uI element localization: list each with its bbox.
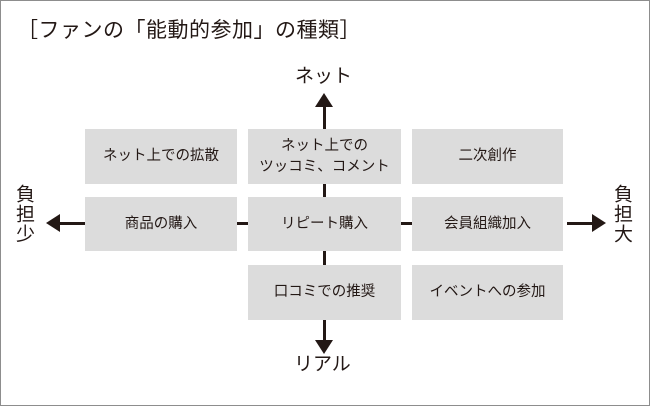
cell-top-center[interactable]: ネット上での ツッコミ、コメント: [248, 129, 401, 184]
cell-top-center-label: ネット上での ツッコミ、コメント: [259, 137, 390, 175]
cell-bottom-right[interactable]: イベントへの参加: [412, 265, 563, 320]
cell-bottom-right-label: イベントへの参加: [429, 284, 546, 300]
cell-bottom-center[interactable]: 口コミでの推奨: [248, 265, 401, 320]
cell-mid-right-label: 会員組織加入: [444, 215, 531, 232]
page-title: ［ファンの「能動的参加」の種類］: [17, 19, 361, 42]
cell-top-left-label: ネット上での拡散: [103, 148, 219, 164]
connector-mid-center-to-mid-right: [401, 222, 412, 225]
axis-arrow-right-line: [567, 222, 593, 225]
axis-arrow-left-head: [46, 214, 60, 232]
cell-mid-right[interactable]: 会員組織加入: [412, 197, 563, 251]
cell-bottom-center-label: 口コミでの推奨: [273, 284, 376, 300]
axis-arrow-down-line: [323, 320, 326, 342]
connector-mid-center-to-bottom-center: [323, 251, 326, 265]
connector-top-center-to-mid-center: [323, 184, 326, 197]
axis-label-right: 負担大: [611, 184, 632, 244]
cell-mid-center[interactable]: リピート購入: [248, 197, 401, 251]
cell-mid-center-label: リピート購入: [281, 215, 368, 232]
axis-label-left: 負担少: [13, 184, 34, 244]
axis-label-bottom: リアル: [294, 354, 351, 375]
axis-arrow-up-head: [315, 93, 333, 107]
axis-label-top: ネット: [295, 66, 353, 87]
cell-mid-left-label: 商品の購入: [124, 215, 198, 232]
axis-arrow-up-line: [323, 105, 326, 129]
axis-arrow-down-head: [315, 340, 333, 354]
cell-top-left[interactable]: ネット上での拡散: [85, 129, 237, 184]
axis-arrow-left-line: [59, 222, 85, 225]
axis-arrow-right-head: [592, 214, 606, 232]
connector-mid-left-to-mid-center: [237, 222, 248, 225]
cell-top-right-label: 二次創作: [458, 148, 517, 164]
cell-mid-left[interactable]: 商品の購入: [85, 197, 237, 251]
cell-top-right[interactable]: 二次創作: [412, 129, 563, 184]
